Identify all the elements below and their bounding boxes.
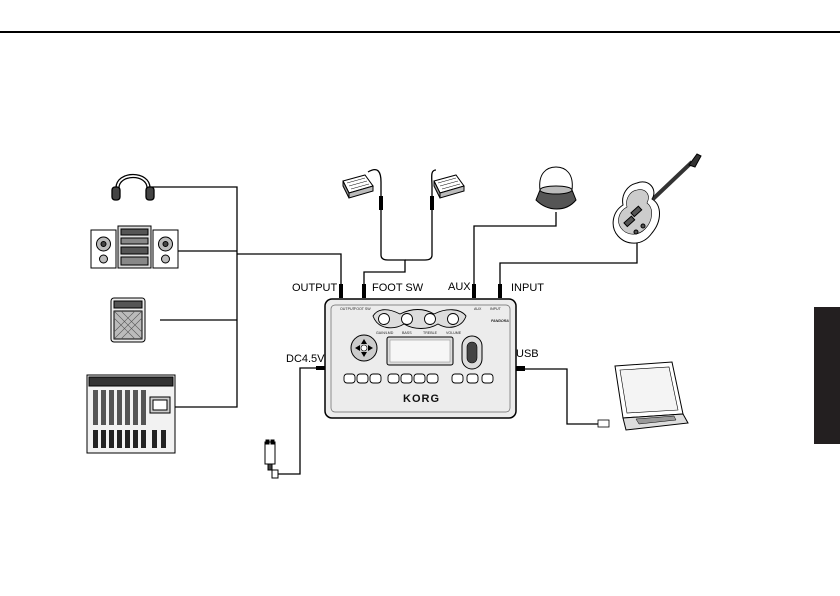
usb-cable: [521, 369, 604, 424]
aux-label: AUX: [448, 281, 471, 293]
panel-aux-label: AUX: [474, 307, 482, 311]
dc-label: DC4.5V: [286, 353, 325, 365]
dc-cable: [278, 368, 318, 474]
foot-sw-label: FOOT SW: [372, 282, 424, 294]
stereo-icon: [91, 226, 178, 268]
model-badge: PANDORA: [491, 319, 509, 323]
ac-adapter-icon: [265, 440, 278, 478]
laptop-icon: [615, 362, 688, 430]
input-label: INPUT: [511, 282, 544, 294]
knob-treble-label: TREBLE: [423, 331, 438, 335]
output-label: OUTPUT: [292, 282, 338, 294]
korg-logo: KORG: [403, 393, 440, 405]
audio-player-icon: [536, 167, 576, 209]
knob-volume-label: VOLUME: [446, 331, 462, 335]
mixer-icon: [87, 375, 175, 453]
multi-effect-device: OUTPUT FOOT SW AUX INPUT PANDORA GAIN/LM…: [325, 299, 516, 418]
output-bus-cable: [150, 187, 237, 407]
guitar-icon: [613, 154, 701, 243]
panel-footsw-label: FOOT SW: [354, 307, 371, 311]
amplifier-icon: [111, 298, 145, 342]
footswitch-icon: [434, 175, 464, 198]
knob-bass-label: BASS: [402, 331, 412, 335]
panel-input-label: INPUT: [490, 307, 502, 311]
headphones-icon: [112, 175, 154, 201]
usb-label: USB: [516, 348, 539, 360]
footswitch-icon: [343, 175, 373, 198]
knob-gain-label: GAIN/LMD: [376, 331, 394, 335]
